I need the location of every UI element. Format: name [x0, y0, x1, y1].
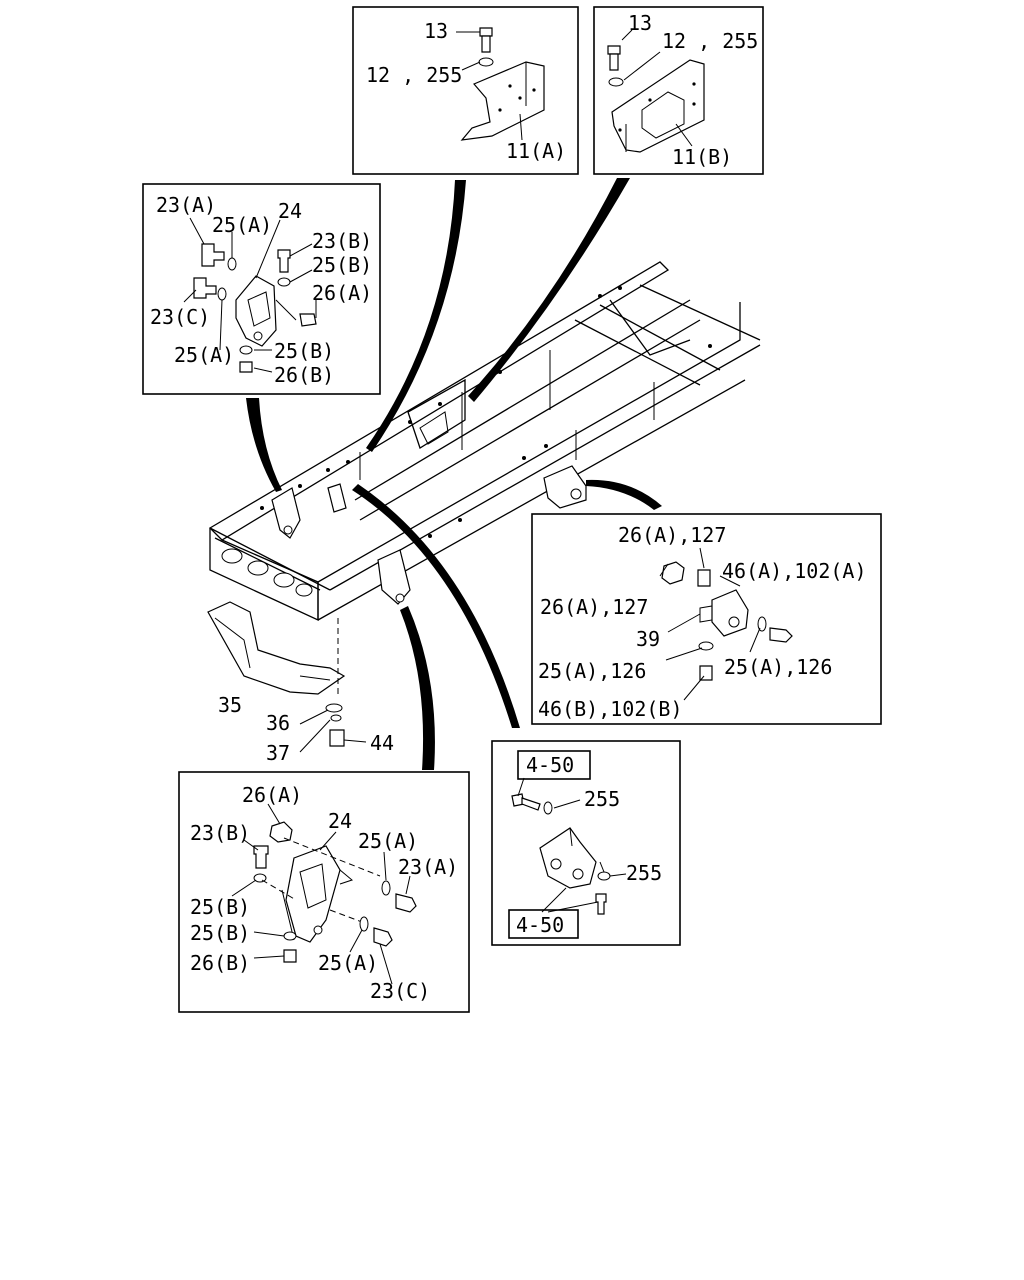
label-13-a: 13 — [424, 19, 448, 43]
label-25b-l1: 25(B) — [190, 895, 250, 919]
panel-lower-left — [178, 771, 470, 1013]
bracket-35 — [207, 601, 367, 747]
label-24-u: 24 — [278, 199, 302, 223]
panel-upper-left — [142, 183, 381, 395]
ref-box-4-50-top: 4-50 — [526, 753, 574, 777]
label-25a-l1: 25(A) — [358, 829, 418, 853]
label-23a-u: 23(A) — [156, 193, 216, 217]
label-26a-127-r1: 26(A),127 — [618, 523, 726, 547]
label-25a-u2: 25(A) — [174, 343, 234, 367]
label-25a-l2: 25(A) — [318, 951, 378, 975]
chassis-frame — [208, 261, 761, 622]
label-23c-l: 23(C) — [370, 979, 430, 1003]
ref-box-4-50-bottom: 4-50 — [516, 913, 564, 937]
label-26a-127-r2: 26(A),127 — [540, 595, 648, 619]
label-24-l: 24 — [328, 809, 352, 833]
label-26a-u: 26(A) — [312, 281, 372, 305]
label-255-lr2: 255 — [626, 861, 662, 885]
label-255-lr1: 255 — [584, 787, 620, 811]
label-11b: 11(B) — [672, 145, 732, 169]
label-11a: 11(A) — [506, 139, 566, 163]
label-12-255-b: 12 , 255 — [662, 29, 758, 53]
label-46b-102b: 46(B),102(B) — [538, 697, 683, 721]
label-44: 44 — [370, 731, 394, 755]
label-36: 36 — [266, 711, 290, 735]
label-23b-l: 23(B) — [190, 821, 250, 845]
label-25b-u1: 25(B) — [312, 253, 372, 277]
label-25a-126-r2: 25(A),126 — [724, 655, 832, 679]
label-25a-u1: 25(A) — [212, 213, 272, 237]
label-46a-102a: 46(A),102(A) — [722, 559, 867, 583]
label-23c-u: 23(C) — [150, 305, 210, 329]
label-23b-u: 23(B) — [312, 229, 372, 253]
label-12-255-a: 12 , 255 — [366, 63, 462, 87]
panel-lower-right — [491, 740, 681, 946]
panel-right — [531, 513, 882, 725]
label-35: 35 — [218, 693, 242, 717]
label-26b-u: 26(B) — [274, 363, 334, 387]
panel-top-left — [352, 6, 579, 175]
label-23a-l: 23(A) — [398, 855, 458, 879]
label-25b-u2: 25(B) — [274, 339, 334, 363]
callout-arrows — [246, 178, 662, 770]
label-26a-l: 26(A) — [242, 783, 302, 807]
label-25a-126-r1: 25(A),126 — [538, 659, 646, 683]
label-39: 39 — [636, 627, 660, 651]
label-25b-l2: 25(B) — [190, 921, 250, 945]
label-37: 37 — [266, 741, 290, 765]
label-13-b: 13 — [628, 11, 652, 35]
panel-top-right — [593, 6, 764, 175]
label-26b-l: 26(B) — [190, 951, 250, 975]
rail-holes — [260, 286, 712, 538]
